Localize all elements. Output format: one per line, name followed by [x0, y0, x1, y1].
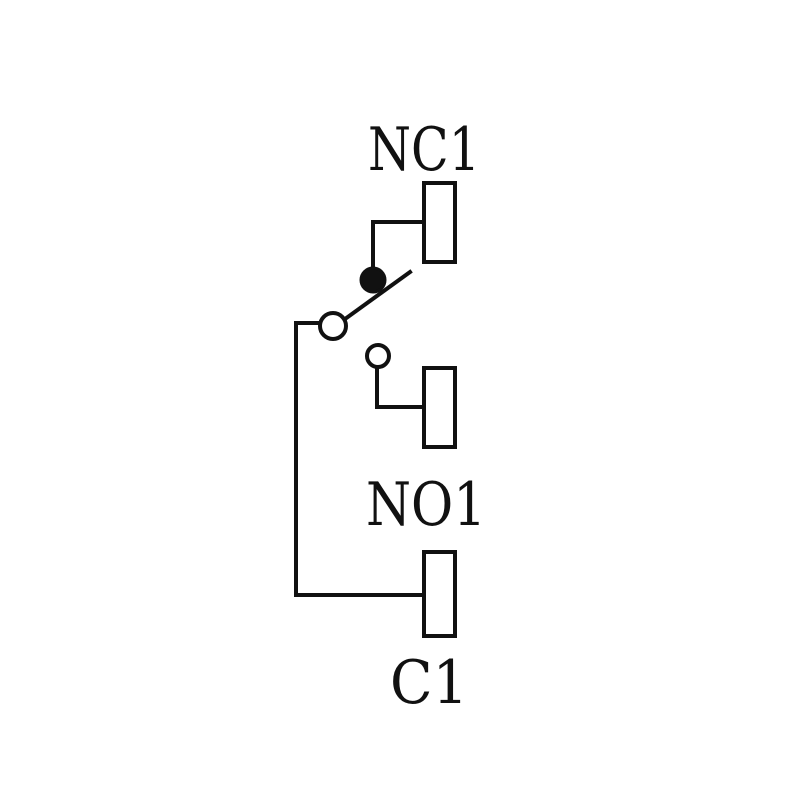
no-label: NO1 [366, 470, 486, 540]
nc-terminal [422, 181, 457, 264]
no-wire [375, 365, 426, 409]
nc-label: NC1 [368, 115, 480, 185]
no-terminal [422, 366, 457, 449]
common-wire [294, 321, 426, 597]
no-contact-node [365, 343, 391, 369]
switch-blade [331, 269, 413, 330]
nc-wire [371, 220, 426, 275]
common-label: C1 [390, 648, 468, 718]
nc-contact-node [359, 266, 387, 294]
common-pivot-node [318, 311, 348, 341]
common-terminal [422, 550, 457, 638]
